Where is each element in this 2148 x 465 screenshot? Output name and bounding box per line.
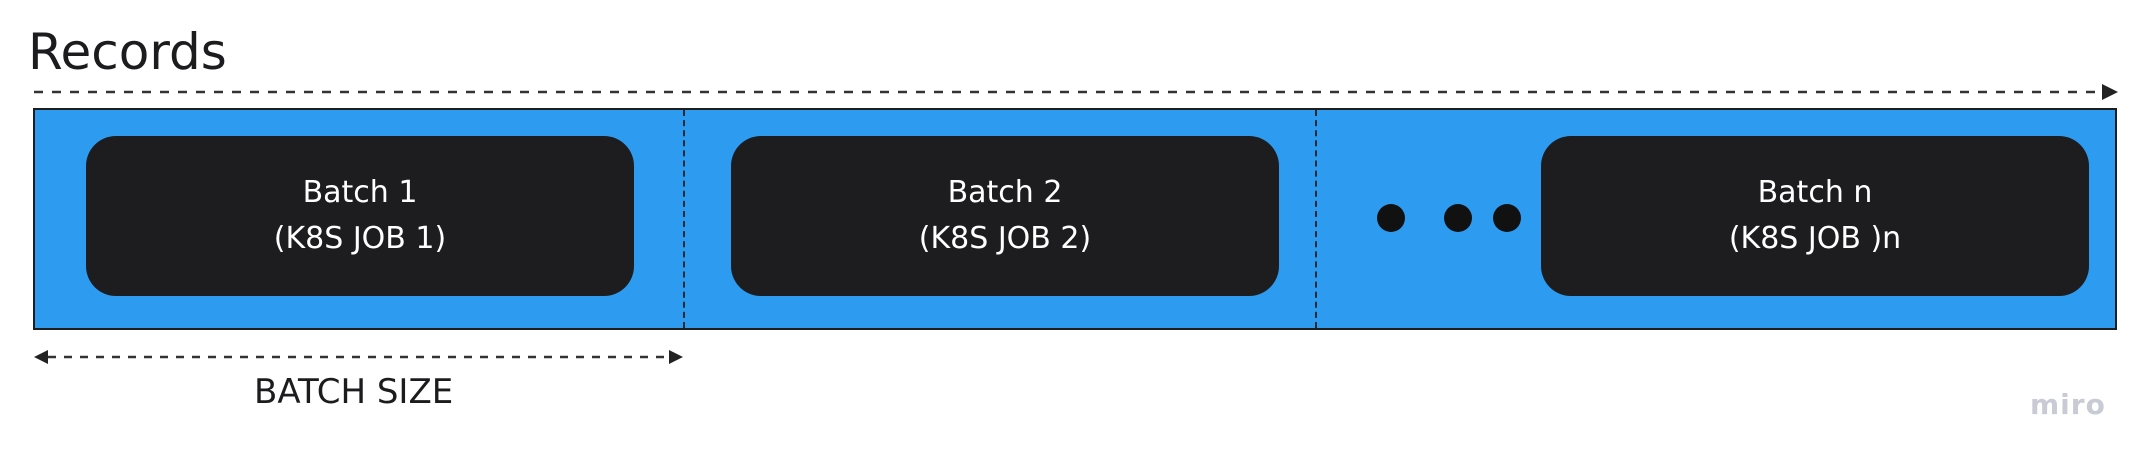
batch-name: Batch n: [1757, 175, 1873, 210]
batch-name: Batch 2: [947, 175, 1063, 210]
batch-job: (K8S JOB )n: [1728, 221, 1902, 256]
diagram-title: Records: [28, 23, 227, 81]
batch-job: (K8S JOB 1): [273, 221, 447, 256]
batch-box-1: Batch 1 (K8S JOB 1): [86, 136, 634, 296]
batch-name: Batch 1: [302, 175, 418, 210]
records-arrow: [34, 84, 2118, 100]
batch-size-label: BATCH SIZE: [254, 372, 454, 412]
batch-divider: [1315, 110, 1317, 328]
batch-job: (K8S JOB 2): [918, 221, 1092, 256]
ellipsis-icon: [1357, 204, 1521, 236]
ellipsis-dot: [1444, 204, 1472, 232]
batch-divider: [683, 110, 685, 328]
records-bar: Batch 1 (K8S JOB 1) Batch 2 (K8S JOB 2) …: [33, 108, 2117, 330]
batch-box-n: Batch n (K8S JOB )n: [1541, 136, 2089, 296]
ellipsis-dot: [1377, 204, 1405, 232]
batch-box-2: Batch 2 (K8S JOB 2): [731, 136, 1279, 296]
miro-watermark: miro: [2030, 388, 2106, 421]
batch-size-arrow: [34, 350, 683, 364]
ellipsis-dot: [1493, 204, 1521, 232]
